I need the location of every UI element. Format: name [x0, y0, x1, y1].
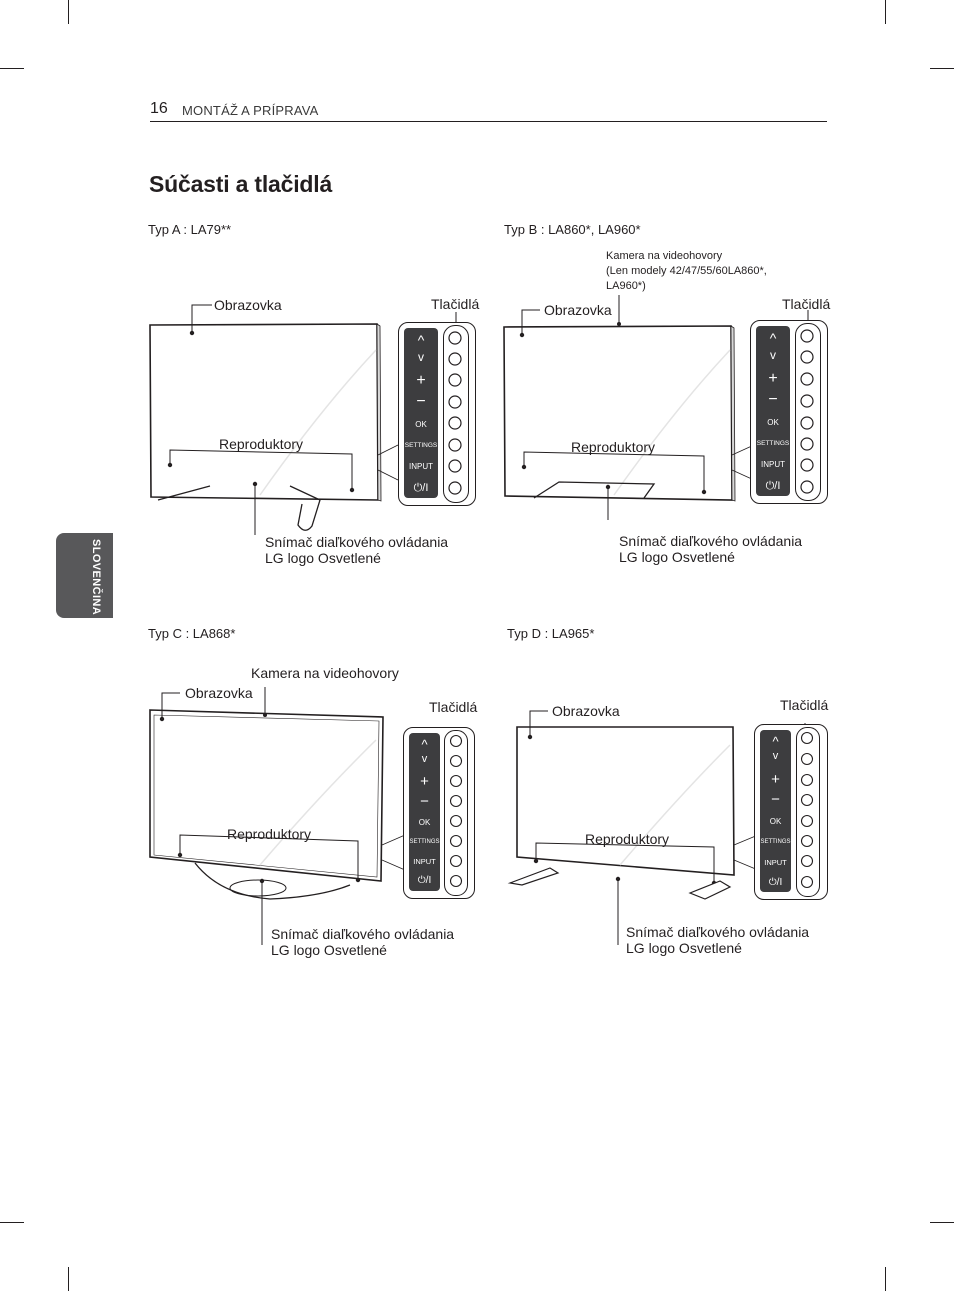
ok-button-label: OK	[767, 418, 779, 427]
button-icon-column	[444, 730, 468, 896]
button-panel-dark: ^ v + − OK SETTINGS INPUT ⏻/I	[409, 733, 440, 891]
input-button-label: INPUT	[413, 857, 436, 866]
button-icons-d	[800, 731, 814, 889]
camera-note-line2: (Len modely 42/47/55/60LA860*,	[606, 265, 767, 277]
ok-button-label: OK	[415, 420, 427, 429]
type-a-label: Typ A : LA79**	[148, 222, 232, 237]
button-panel-type-d: ^ v + − OK SETTINGS INPUT ⏻/I	[754, 724, 828, 900]
sensor-label-b: Snímač diaľkového ovládania	[619, 533, 803, 549]
power-button-label: ⏻/I	[768, 877, 783, 888]
speakers-label-b: Reproduktory	[571, 439, 656, 455]
power-button-label: ⏻/I	[417, 875, 432, 886]
up-button-label: ^	[769, 330, 777, 346]
up-button-label: ^	[772, 734, 779, 749]
crop-mark	[68, 1267, 69, 1291]
screen-label-d: Obrazovka	[552, 703, 620, 719]
settings-button-label: SETTINGS	[409, 839, 440, 845]
input-button-label: INPUT	[764, 858, 787, 867]
language-tab: SLOVENČINA	[56, 533, 113, 618]
screen-label-c: Obrazovka	[185, 685, 253, 701]
ok-button-label: OK	[418, 818, 431, 827]
plus-button-label: +	[771, 771, 780, 788]
tv-diagram-type-c	[149, 687, 458, 945]
down-button-label: v	[418, 350, 424, 364]
type-b-label: Typ B : LA860*, LA960*	[504, 222, 641, 237]
up-button-label: ^	[421, 737, 428, 752]
button-panel-type-c: ^ v + − OK SETTINGS INPUT ⏻/I	[403, 727, 475, 899]
down-button-label: v	[772, 750, 779, 762]
input-button-label: INPUT	[409, 462, 433, 471]
section-title: MONTÁŽ A PRÍPRAVA	[182, 103, 319, 118]
logo-label-b: LG logo Osvetlené	[619, 549, 735, 565]
speakers-label-a: Reproduktory	[219, 436, 304, 452]
ok-button-label: OK	[769, 817, 782, 826]
logo-label-d: LG logo Osvetlené	[626, 940, 742, 956]
power-button-label: ⏻/I	[413, 482, 429, 494]
camera-label-c: Kamera na videohovory	[251, 665, 399, 681]
settings-button-label: SETTINGS	[760, 839, 791, 845]
button-icon-column	[443, 325, 469, 503]
buttons-label-c: Tlačidlá	[429, 699, 478, 715]
down-button-label: v	[770, 348, 776, 362]
crop-mark	[68, 0, 69, 24]
buttons-label-a: Tlačidlá	[431, 296, 480, 312]
button-icon-column	[796, 727, 820, 897]
plus-button-label: +	[420, 773, 429, 790]
sensor-label-a: Snímač diaľkového ovládania	[265, 534, 449, 550]
crop-mark	[0, 68, 24, 69]
speakers-label-d: Reproduktory	[585, 831, 670, 847]
buttons-label-d: Tlačidlá	[780, 697, 829, 713]
down-button-label: v	[421, 753, 428, 765]
buttons-label-b: Tlačidlá	[782, 296, 831, 312]
page-number: 16	[150, 100, 168, 117]
sensor-label-c: Snímač diaľkového ovládania	[271, 926, 455, 942]
button-icons-b	[800, 329, 814, 494]
plus-button-label: +	[768, 370, 778, 387]
type-d-label: Typ D : LA965*	[507, 626, 595, 641]
up-button-label: ^	[417, 332, 425, 348]
button-panel-type-a: ^ v + − OK SETTINGS INPUT ⏻/I	[398, 322, 476, 506]
screen-label-a: Obrazovka	[214, 297, 282, 313]
header-rule	[150, 121, 827, 122]
minus-button-label: −	[420, 793, 429, 810]
crop-mark	[885, 1267, 886, 1291]
page-title: Súčasti a tlačidlá	[149, 171, 333, 197]
settings-button-label: SETTINGS	[404, 442, 438, 449]
settings-button-label: SETTINGS	[756, 440, 790, 447]
button-icon-column	[795, 323, 821, 501]
screen-label-b: Obrazovka	[544, 302, 612, 318]
crop-mark	[930, 1222, 954, 1223]
minus-button-label: −	[416, 393, 426, 410]
minus-button-label: −	[768, 391, 778, 408]
button-panel-type-b: ^ v + − OK SETTINGS INPUT ⏻/I	[750, 320, 828, 504]
crop-mark	[930, 68, 954, 69]
tv-diagram-type-a	[149, 304, 458, 535]
camera-note-line3: LA960*)	[606, 280, 646, 292]
tv-diagram-type-b	[503, 295, 810, 520]
type-c-label: Typ C : LA868*	[148, 626, 236, 641]
sensor-label-d: Snímač diaľkového ovládania	[626, 924, 810, 940]
crop-mark	[885, 0, 886, 24]
tv-diagram-type-d	[507, 710, 807, 945]
logo-label-c: LG logo Osvetlené	[271, 942, 387, 958]
button-icons-a	[448, 331, 462, 495]
plus-button-label: +	[416, 372, 426, 389]
button-icons-c	[449, 734, 463, 888]
power-button-label: ⏻/I	[765, 480, 781, 492]
button-panel-dark: ^ v + − OK SETTINGS INPUT ⏻/I	[760, 730, 791, 892]
speakers-label-c: Reproduktory	[227, 826, 312, 842]
language-tab-label: SLOVENČINA	[90, 539, 102, 616]
button-panel-dark: ^ v + − OK SETTINGS INPUT ⏻/I	[756, 326, 790, 496]
crop-mark	[0, 1222, 24, 1223]
input-button-label: INPUT	[761, 460, 785, 469]
button-panel-dark: ^ v + − OK SETTINGS INPUT ⏻/I	[404, 328, 438, 498]
minus-button-label: −	[771, 791, 780, 808]
logo-label-a: LG logo Osvetlené	[265, 550, 381, 566]
camera-note-line1: Kamera na videohovory	[606, 250, 723, 262]
